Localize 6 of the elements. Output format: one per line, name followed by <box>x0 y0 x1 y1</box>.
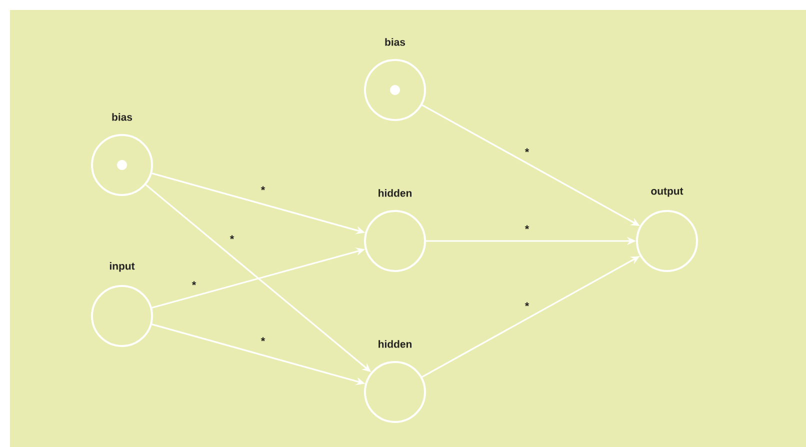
node-label: bias <box>112 113 132 121</box>
node-label: hidden <box>378 340 412 348</box>
node-label: input <box>110 262 135 272</box>
node-label: output <box>651 188 684 197</box>
node-label: bias <box>385 38 406 46</box>
node-label: hidden <box>378 189 412 197</box>
